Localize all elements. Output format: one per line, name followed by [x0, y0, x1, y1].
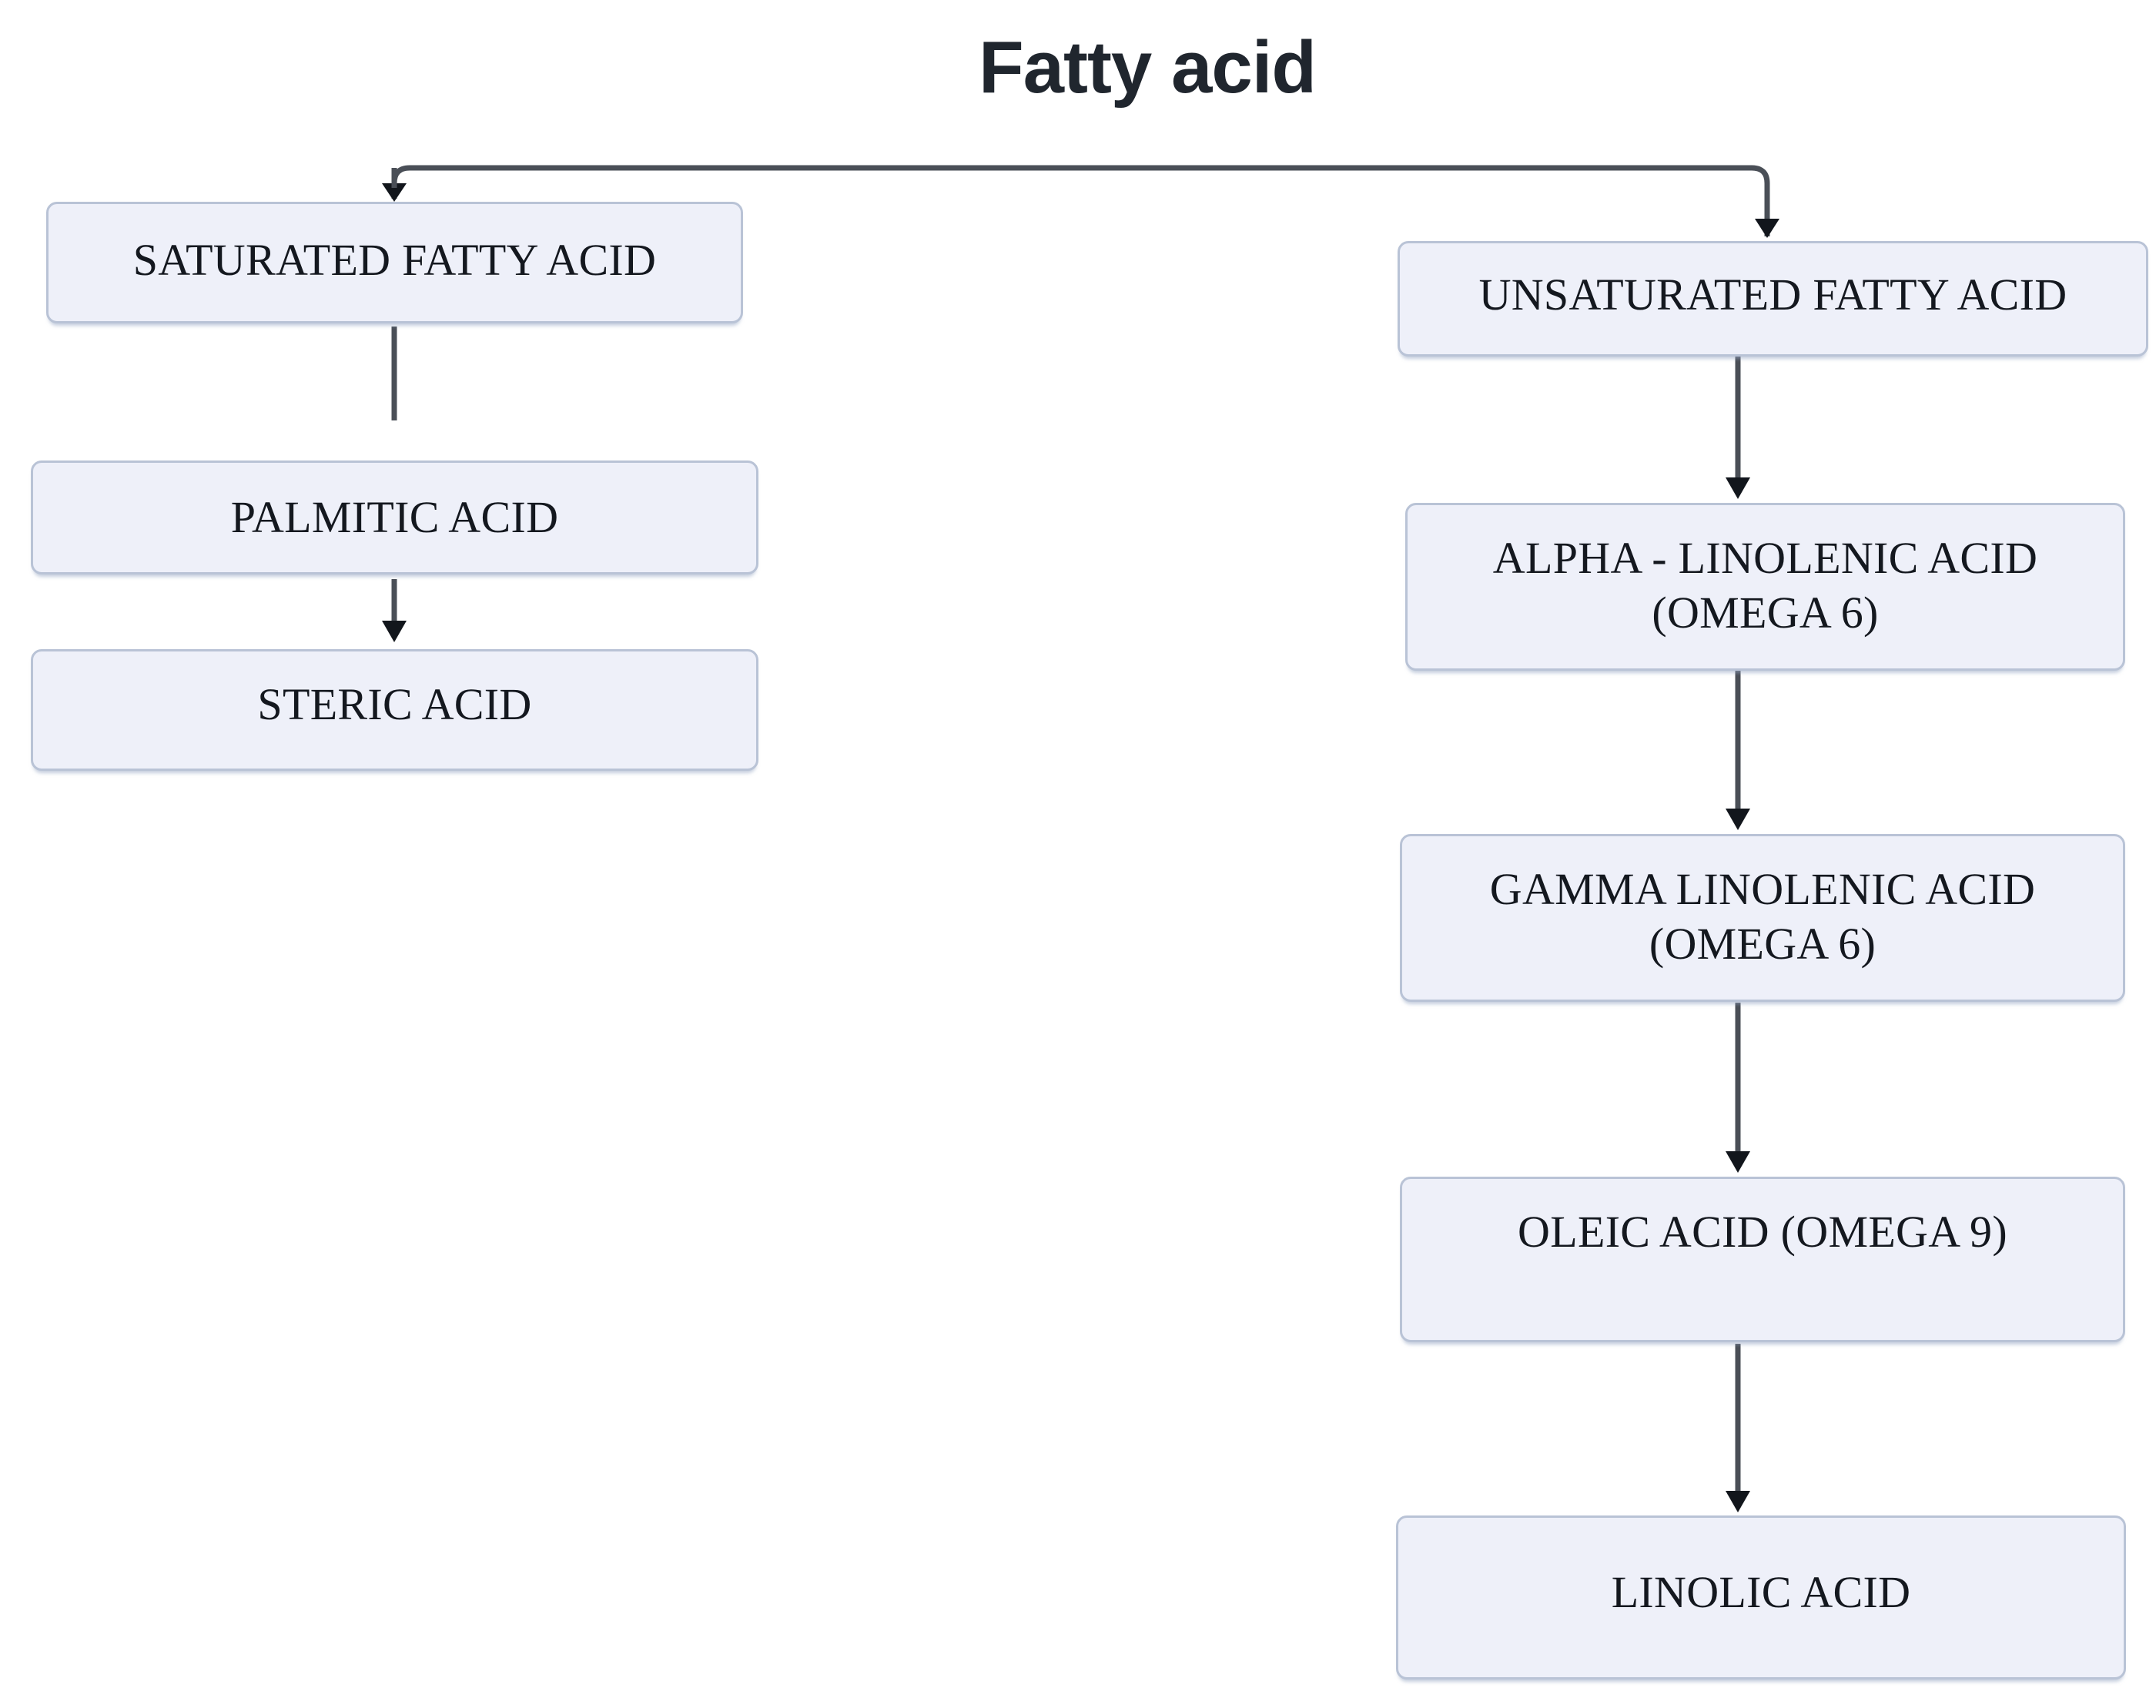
node-oleic-acid[interactable]: OLEIC ACID (OMEGA 9) — [1400, 1177, 2125, 1342]
arrow-into-saturated — [382, 183, 407, 202]
arrow-into-steric — [382, 621, 407, 642]
node-gamma-linolenic-acid[interactable]: GAMMA LINOLENIC ACID (OMEGA 6) — [1400, 834, 2125, 1002]
arrow-into-unsaturated — [1755, 219, 1779, 238]
node-alpha-linolenic-acid[interactable]: ALPHA - LINOLENIC ACID (OMEGA 6) — [1405, 503, 2125, 671]
arrow-into-gamma — [1726, 809, 1750, 830]
arrow-into-linolic — [1726, 1491, 1750, 1512]
node-label: UNSATURATED FATTY ACID — [1478, 270, 2067, 320]
node-unsaturated-fatty-acid[interactable]: UNSATURATED FATTY ACID — [1398, 241, 2148, 357]
arrow-into-oleic — [1726, 1151, 1750, 1173]
node-label: ALPHA - LINOLENIC ACID (OMEGA 6) — [1492, 533, 2038, 638]
node-steric-acid[interactable]: STERIC ACID — [31, 649, 758, 771]
node-linolic-acid[interactable]: LINOLIC ACID — [1396, 1515, 2126, 1680]
node-label: SATURATED FATTY ACID — [132, 235, 657, 285]
node-label: GAMMA LINOLENIC ACID (OMEGA 6) — [1489, 864, 2036, 969]
page-title: Fatty acid — [978, 26, 1317, 109]
node-saturated-fatty-acid[interactable]: SATURATED FATTY ACID — [46, 202, 743, 323]
arrow-into-alpha — [1726, 477, 1750, 499]
node-label: OLEIC ACID (OMEGA 9) — [1518, 1207, 2007, 1257]
node-palmitic-acid[interactable]: PALMITIC ACID — [31, 460, 758, 574]
node-label: LINOLIC ACID — [1611, 1567, 1911, 1617]
node-label: PALMITIC ACID — [230, 492, 559, 542]
node-label: STERIC ACID — [257, 679, 532, 729]
